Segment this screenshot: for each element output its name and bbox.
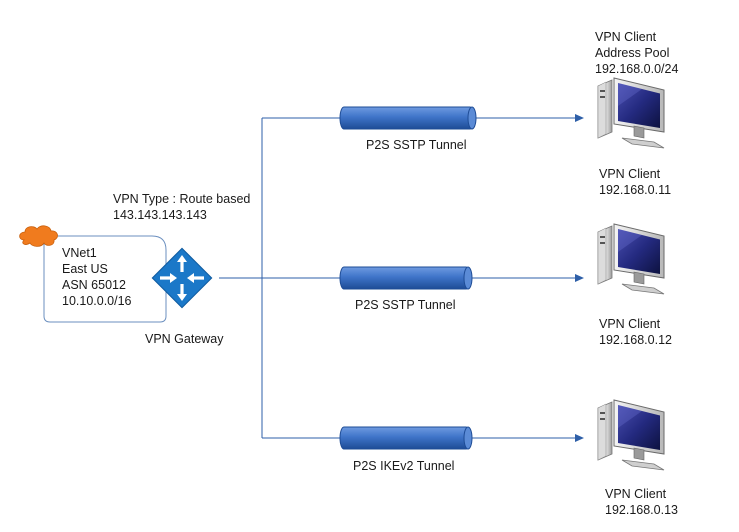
tunnel-sstp-2 [339,266,473,290]
client-label: VPN Client 192.168.0.12 [599,317,672,347]
computer-icon [597,399,665,471]
tunnel-label: P2S IKEv2 Tunnel [353,459,455,473]
gateway-name-label: VPN Gateway [145,332,224,346]
cloud-icon [19,225,58,247]
computer-icon [597,223,665,295]
router-icon [151,247,213,309]
tunnel-label: P2S SSTP Tunnel [355,298,456,312]
arrowheads [575,114,584,442]
address-pool-label: VPN Client Address Pool 192.168.0.0/24 [595,30,679,76]
computer-icon [597,77,665,149]
tunnel-sstp-1 [339,106,477,130]
tunnel-label: P2S SSTP Tunnel [366,138,467,152]
tunnel-ikev2 [339,426,473,450]
vnet-label: VNet1 East US ASN 65012 10.10.0.0/16 [62,246,132,308]
client-label: VPN Client 192.168.0.13 [605,487,678,517]
gateway-type-label: VPN Type : Route based 143.143.143.143 [113,192,251,222]
client-label: VPN Client 192.168.0.11 [599,167,672,197]
